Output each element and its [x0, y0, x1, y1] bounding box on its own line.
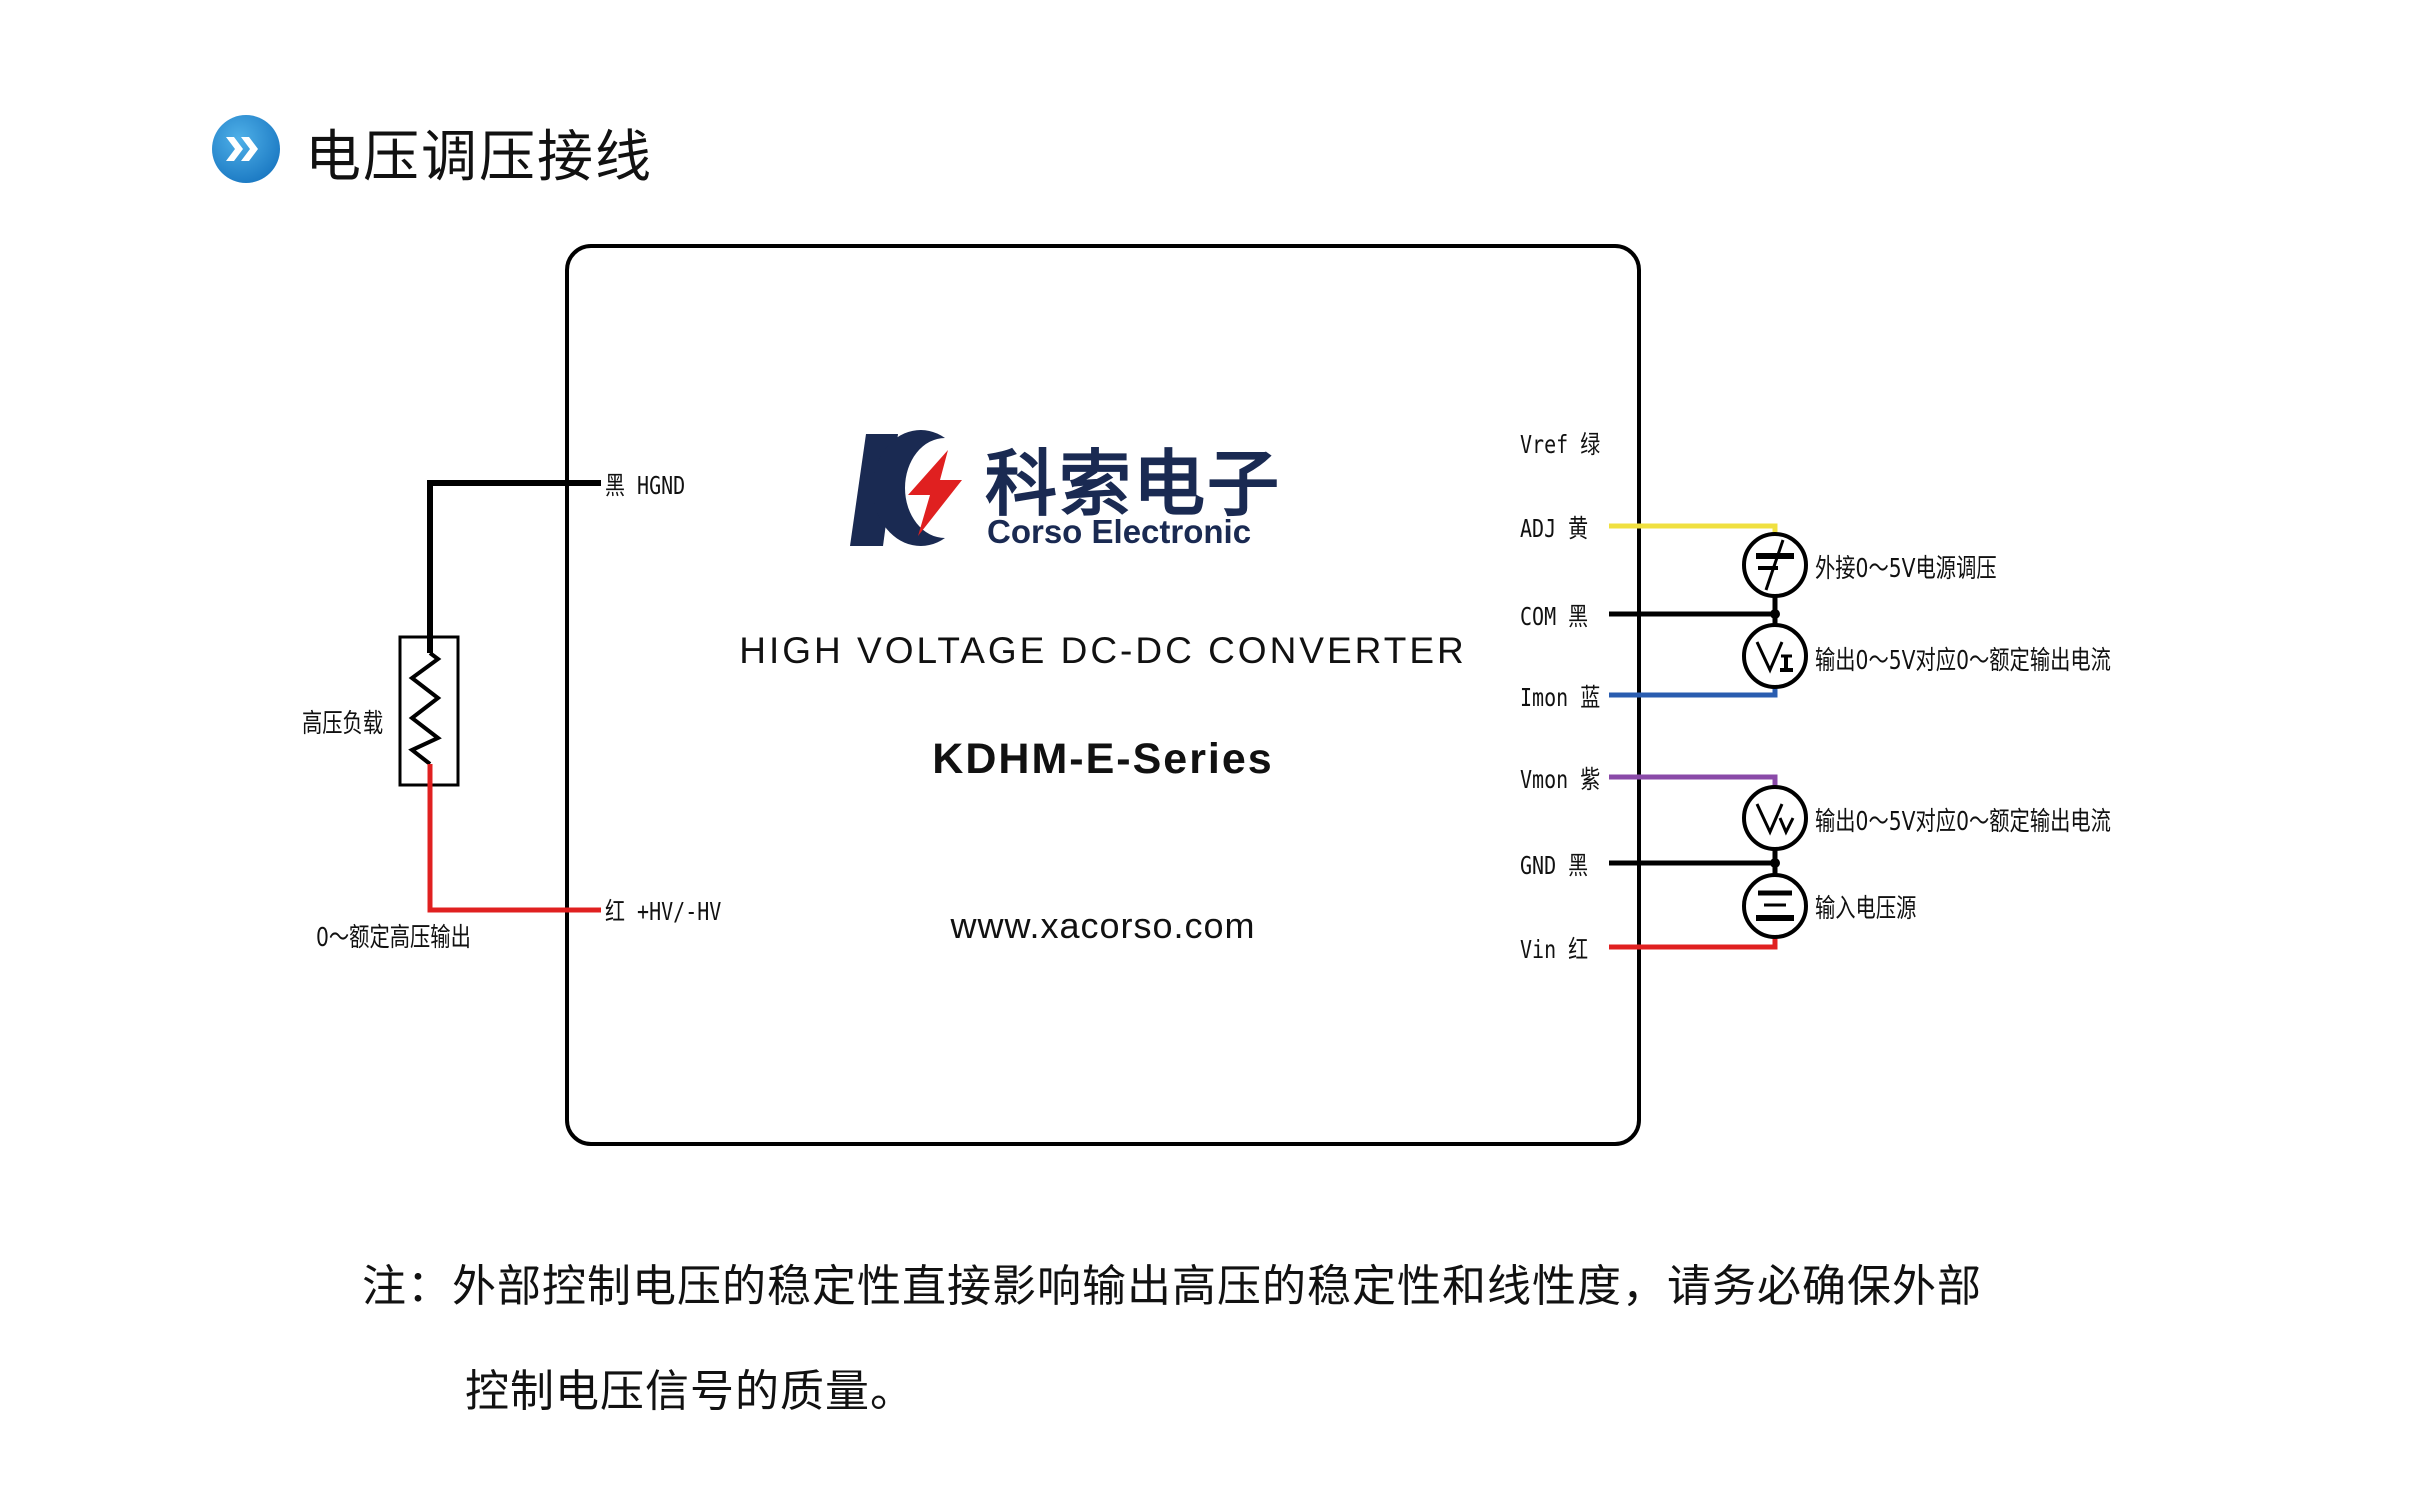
dc-source-icon	[1742, 873, 1808, 939]
brand-name-cn: 科索电子	[985, 442, 1282, 526]
pin-label-vmon: Vmon 紫	[1520, 765, 1601, 794]
pin-label-vref: Vref 绿	[1520, 430, 1601, 459]
adjustable-source-desc: 外接0～5V电源调压	[1815, 554, 1997, 584]
product-subtitle: HIGH VOLTAGE DC-DC CONVERTER	[739, 630, 1467, 671]
vmon-wire	[1609, 774, 1778, 787]
product-series: KDHM-E-Series	[932, 735, 1274, 783]
pin-label-imon: Imon 蓝	[1520, 683, 1601, 712]
brand-name-en: Corso Electronic	[987, 513, 1252, 550]
corso-logo-icon	[850, 430, 962, 546]
pin-label-vin: Vin 红	[1520, 935, 1589, 964]
note-line-2: 控制电压信号的质量。	[465, 1366, 915, 1417]
website-link[interactable]: www.xacorso.com	[950, 905, 1256, 946]
pin-label-hgnd: 黑 HGND	[605, 471, 686, 500]
resistor-zigzag-icon	[408, 651, 442, 766]
voltage-meter-icon	[1742, 785, 1808, 851]
imon-wire	[1609, 687, 1778, 698]
hv-wire	[427, 764, 601, 913]
pin-label-hv: 红 +HV/-HV	[605, 897, 722, 926]
pin-label-adj: ADJ 黄	[1520, 514, 1589, 543]
vin-wire	[1609, 937, 1778, 950]
current-meter-desc: 输出0～5V对应0～额定输出电流	[1815, 646, 2111, 676]
double-chevron-right-icon	[212, 115, 280, 183]
output-label: 0～额定高压输出	[316, 923, 471, 953]
load-label: 高压负载	[302, 709, 384, 739]
pin-label-com: COM 黑	[1520, 602, 1589, 631]
hgnd-wire	[427, 480, 601, 653]
module-outline	[565, 244, 1641, 1146]
adj-wire	[1609, 523, 1778, 534]
dc-source-desc: 输入电压源	[1815, 894, 1917, 924]
voltage-meter-desc: 输出0～5V对应0～额定输出电流	[1815, 807, 2111, 837]
page-title: 电压调压接线	[305, 125, 653, 190]
current-meter-icon	[1742, 623, 1808, 689]
adjustable-source-icon	[1742, 532, 1808, 598]
note-line-1: 注：外部控制电压的稳定性直接影响输出高压的稳定性和线性度，请务必确保外部	[362, 1261, 1982, 1312]
pin-label-gnd: GND 黑	[1520, 851, 1589, 880]
